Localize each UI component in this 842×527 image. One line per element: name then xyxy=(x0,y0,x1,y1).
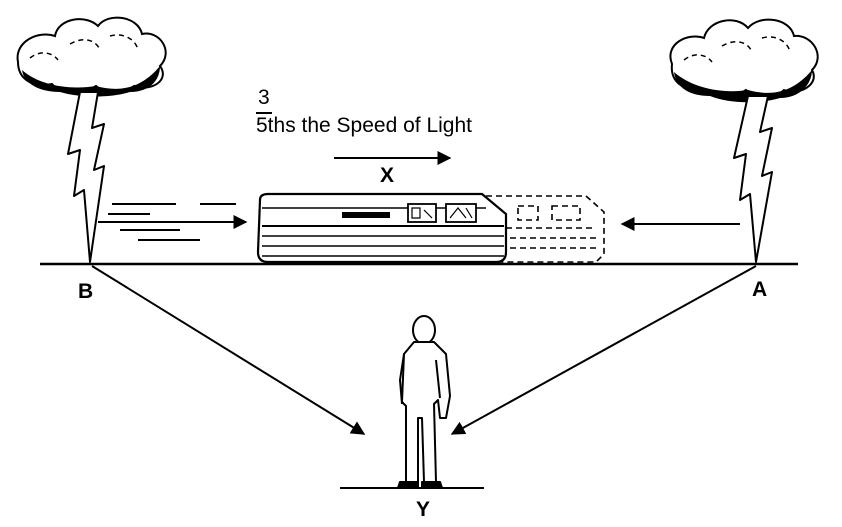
right-lightning-bolt xyxy=(733,95,773,263)
left-storm-cloud xyxy=(16,16,167,97)
signal-line-a xyxy=(450,265,757,435)
left-lightning-bolt xyxy=(67,91,105,263)
train-window xyxy=(445,203,477,223)
motion-lines xyxy=(108,203,236,241)
train xyxy=(256,192,508,264)
observer-figure xyxy=(397,315,451,489)
label-a: A xyxy=(752,278,768,301)
speed-fraction-numerator: 3 xyxy=(258,86,270,109)
fraction-bar xyxy=(256,112,272,114)
ghost-train xyxy=(475,195,605,263)
label-b: B xyxy=(78,280,94,303)
speed-description: 5ths the Speed of Light xyxy=(256,114,472,137)
label-y: Y xyxy=(416,498,431,521)
signal-line-b xyxy=(91,265,366,435)
right-storm-cloud xyxy=(669,18,819,103)
label-x: X xyxy=(380,164,395,187)
